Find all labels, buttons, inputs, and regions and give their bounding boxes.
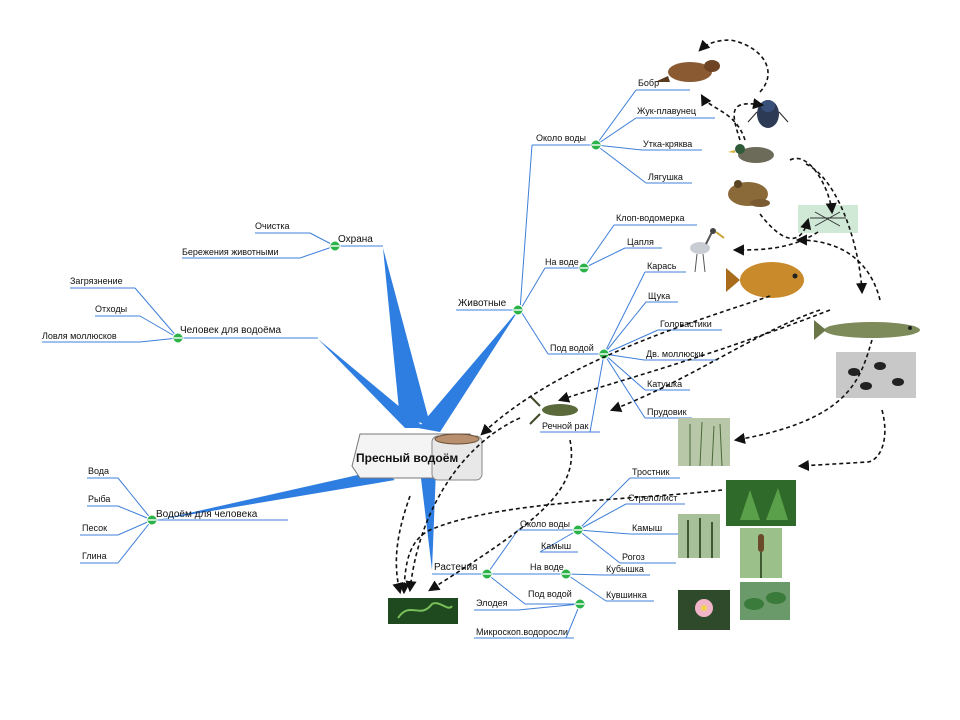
node-marker-animals-under-water[interactable] bbox=[598, 348, 610, 360]
label-protection-item: Очистка bbox=[255, 221, 289, 231]
connector-animals bbox=[418, 308, 520, 432]
heron-picture bbox=[690, 228, 725, 273]
label-plant: Элодея bbox=[476, 598, 508, 608]
tadpoles-picture bbox=[836, 352, 916, 398]
label-plant: Микроскоп.водоросли bbox=[476, 627, 568, 637]
labels: Охрана Очистка Бережения животными Челов… bbox=[42, 78, 712, 637]
label-plant: Рогоз bbox=[622, 552, 645, 562]
elodea-picture bbox=[388, 598, 458, 624]
frog-picture bbox=[722, 174, 774, 214]
label-animal: Лягушка bbox=[648, 172, 683, 182]
mallard-duck-picture bbox=[728, 144, 774, 163]
label-animal: Клоп-водомерка bbox=[616, 213, 685, 223]
label-human-for-pond-item: Загрязнение bbox=[70, 276, 123, 286]
label-plant: Стрелолист bbox=[628, 493, 677, 503]
pictures bbox=[388, 60, 920, 630]
label-animal: Жук-плавунец bbox=[637, 106, 696, 116]
label-animals-under-water: Под водой bbox=[550, 343, 594, 353]
label-animal: Прудовик bbox=[647, 407, 687, 417]
branch-lines bbox=[42, 89, 722, 639]
label-human-for-pond: Человек для водоёма bbox=[180, 325, 282, 336]
label-plant: Камыш bbox=[632, 523, 662, 533]
label-human-for-pond-item: Ловля моллюсков bbox=[42, 331, 117, 341]
label-protection: Охрана bbox=[338, 234, 373, 245]
arrowhead-picture bbox=[726, 480, 796, 526]
label-plant: Тростник bbox=[632, 467, 670, 477]
node-marker-animals-near-water[interactable] bbox=[590, 139, 602, 151]
connector-protection bbox=[383, 248, 430, 424]
label-animal: Головастики bbox=[660, 319, 712, 329]
label-animal: Дв. моллюски bbox=[646, 349, 704, 359]
label-pond-for-human-item: Рыба bbox=[88, 494, 110, 504]
main-connectors bbox=[158, 248, 520, 570]
node-marker-plants-under-water[interactable] bbox=[574, 598, 586, 610]
label-animal: Бобр bbox=[638, 78, 659, 88]
center-node[interactable]: Пресный водоём bbox=[351, 433, 483, 481]
food-chain-arrows bbox=[392, 39, 886, 595]
label-protection-item: Бережения животными bbox=[182, 247, 279, 257]
label-plant: Кувшинка bbox=[606, 590, 647, 600]
node-marker-plants[interactable] bbox=[481, 568, 493, 580]
pike-picture bbox=[814, 320, 920, 340]
label-pond-for-human-item: Глина bbox=[82, 551, 107, 561]
label-human-for-pond-item: Отходы bbox=[95, 304, 127, 314]
crayfish-picture bbox=[529, 395, 578, 425]
label-animals: Животные bbox=[458, 298, 507, 309]
label-animal: Речной рак bbox=[542, 421, 589, 431]
beaver-picture bbox=[655, 60, 720, 82]
node-marker-pond-for-human[interactable] bbox=[146, 514, 158, 526]
label-plant: Кубышка bbox=[606, 564, 644, 574]
label-plants-under-water: Под водой bbox=[528, 589, 572, 599]
crucian-carp-picture bbox=[726, 262, 804, 298]
label-plants-on-water: На воде bbox=[530, 562, 564, 572]
reeds-picture bbox=[678, 418, 730, 467]
label-animal: Катушка bbox=[647, 379, 682, 389]
label-pond-for-human-item: Песок bbox=[82, 523, 107, 533]
label-pond-for-human-item: Вода bbox=[88, 466, 109, 476]
bulrush-picture bbox=[678, 514, 720, 558]
connector-pond-for-human bbox=[158, 470, 395, 520]
cattail-picture bbox=[740, 528, 782, 578]
label-animal: Цапля bbox=[627, 237, 654, 247]
connector-human-for-pond bbox=[318, 339, 425, 428]
label-plants-near-water: Около воды bbox=[520, 519, 570, 529]
label-plant: Камыш bbox=[541, 541, 571, 551]
center-label: Пресный водоём bbox=[356, 451, 458, 465]
node-marker-plants-on-water[interactable] bbox=[560, 568, 572, 580]
node-marker-animals-on-water[interactable] bbox=[578, 262, 590, 274]
label-animals-near-water: Около воды bbox=[536, 133, 586, 143]
node-marker-protection[interactable] bbox=[329, 240, 341, 252]
water-lily-picture bbox=[678, 590, 730, 630]
node-marker-plants-near-water[interactable] bbox=[572, 524, 584, 536]
label-animals-on-water: На воде bbox=[545, 257, 579, 267]
yellow-pond-lily-picture bbox=[740, 582, 790, 620]
node-marker-animals[interactable] bbox=[512, 304, 524, 316]
node-markers bbox=[146, 139, 610, 610]
label-animal: Щука bbox=[648, 291, 670, 301]
label-plants: Растения bbox=[434, 562, 477, 573]
label-animal: Карась bbox=[647, 261, 677, 271]
node-marker-human-for-pond[interactable] bbox=[172, 332, 184, 344]
label-animal: Утка-кряква bbox=[643, 139, 692, 149]
label-pond-for-human: Водоём для человека bbox=[156, 509, 258, 520]
